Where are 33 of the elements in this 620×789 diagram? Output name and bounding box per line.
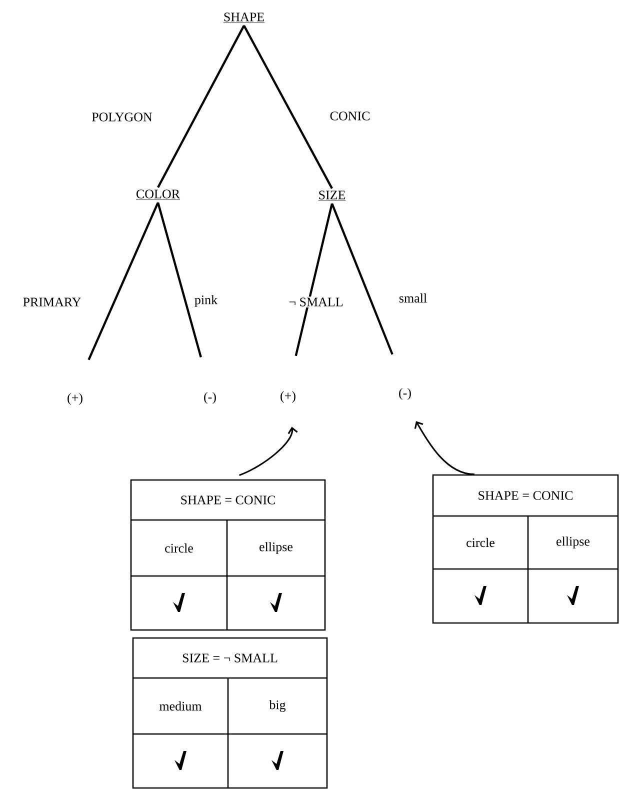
branch-line [88,202,159,360]
cell-text: circle [165,543,193,553]
leaf-label: (-) [204,392,216,404]
branch-line [156,202,202,358]
arrow [238,426,298,476]
cell-text: ellipse [556,536,590,548]
tree-node-label: COLOR [136,190,180,200]
arrow [414,421,475,476]
cell-text: medium [159,701,202,711]
cell-text: big [269,700,286,712]
leaf-label: (-) [399,388,411,400]
edge-label: pink [194,295,218,307]
branch-line [294,203,334,356]
branch-line [330,203,394,355]
edge-label: PRIMARY [23,298,81,306]
header-text: SHAPE = CONIC [478,491,572,500]
table [432,474,619,624]
header-text: SHAPE = CONIC [181,496,275,504]
edge-label: POLYGON [92,112,152,122]
branch-line [243,25,333,189]
branch-line [157,25,245,188]
edge-label: small [399,293,427,303]
leaf-label: (+) [68,393,82,405]
tree-node-label: SHAPE [223,12,265,23]
edge-label: CONIC [330,112,370,120]
header-text: SIZE = ¬ SMALL [182,654,278,662]
leaf-label: (+) [280,391,296,403]
cell-text: ellipse [260,542,293,554]
cell-text: circle [466,538,494,548]
edge-label: ¬ SMALL [288,296,344,308]
table [130,479,326,631]
table [132,637,328,789]
tree-node-label: SIZE [318,190,346,201]
